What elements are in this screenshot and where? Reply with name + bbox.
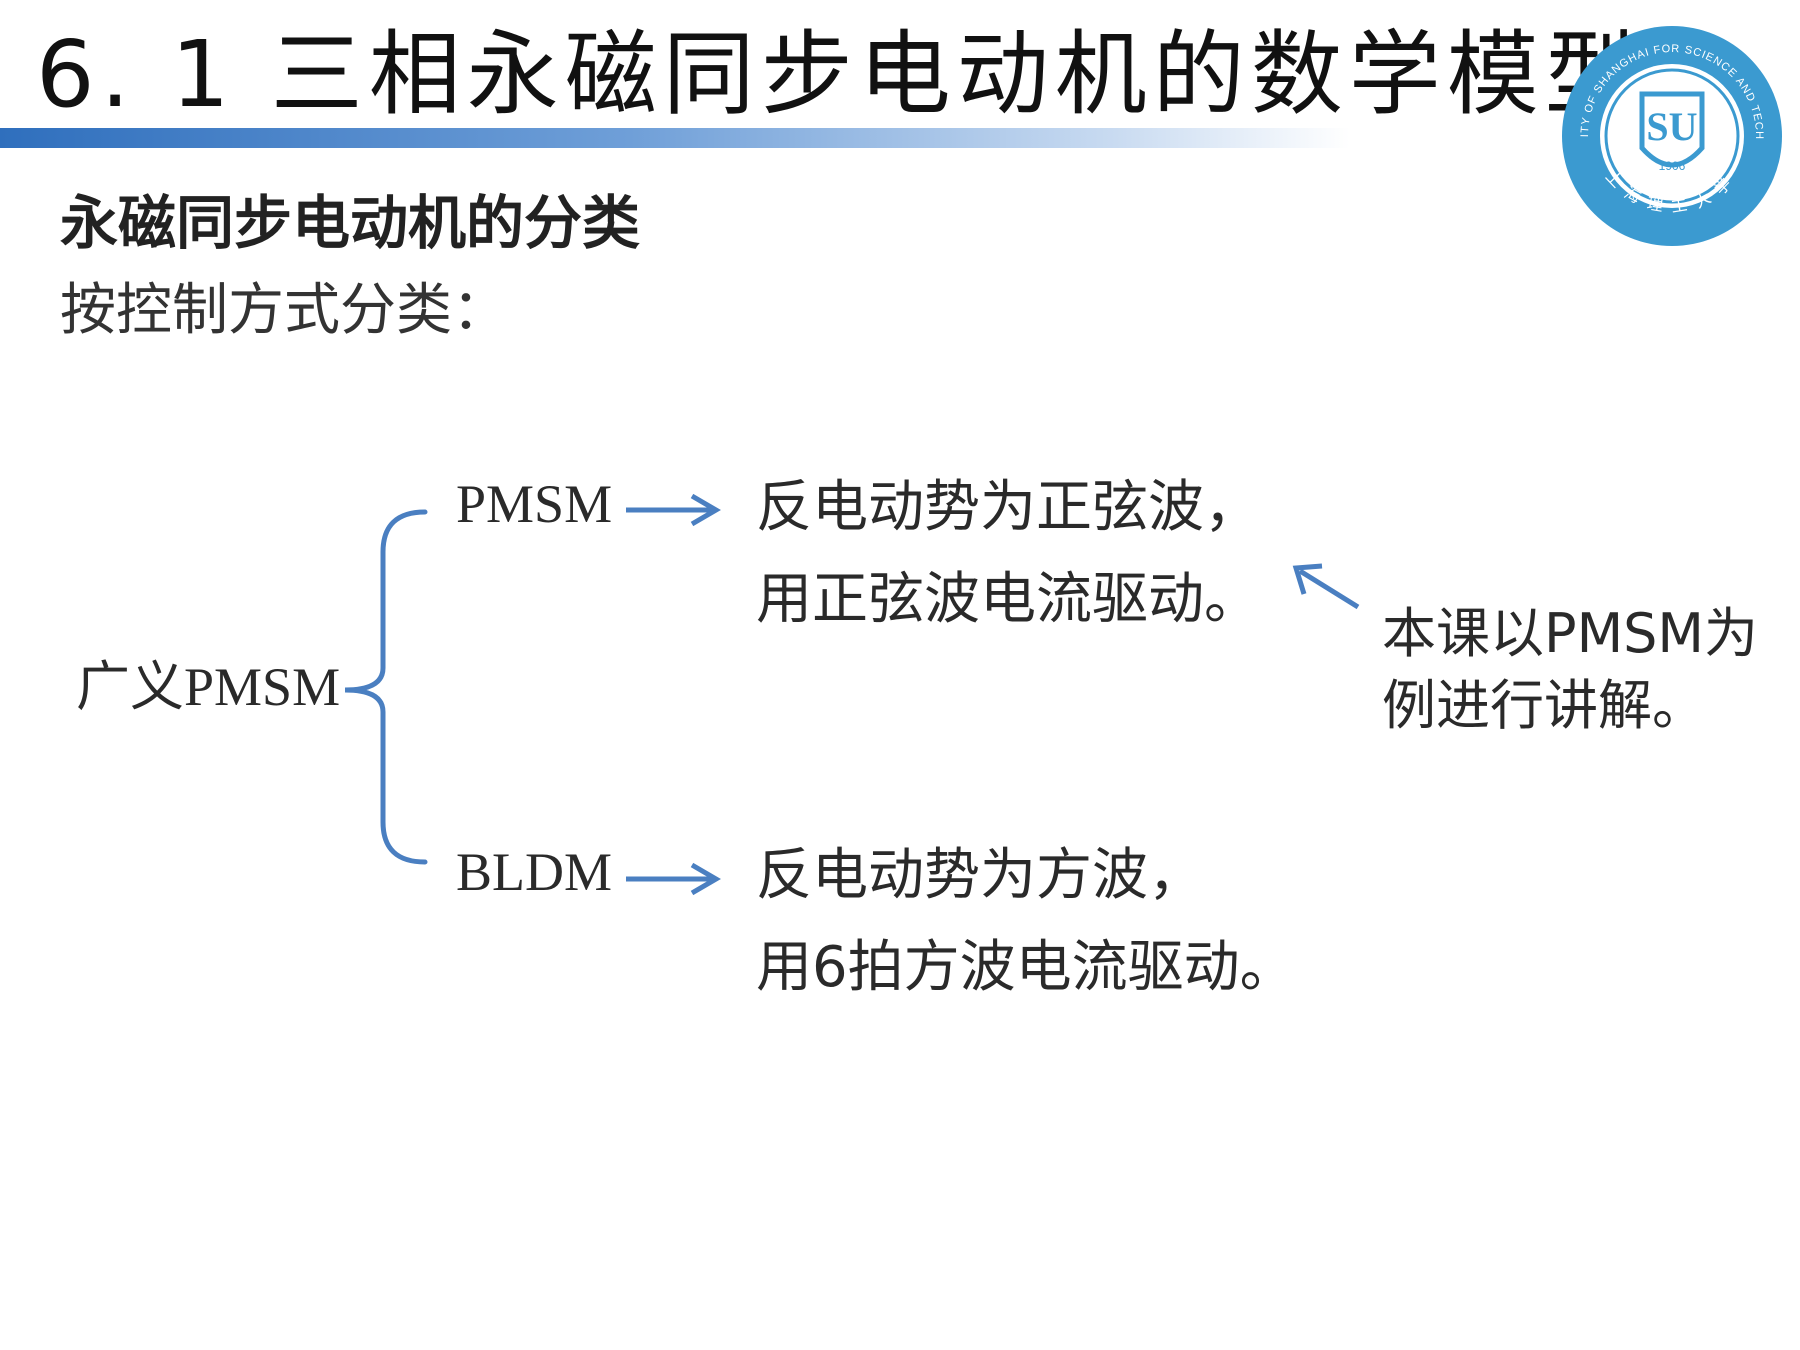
brace-bracket [344, 509, 428, 865]
logo-year: 1906 [1659, 159, 1686, 173]
arrow-right-icon [626, 862, 721, 896]
pmsm-description: 反电动势为正弦波， 用正弦波电流驱动。 [756, 462, 1260, 646]
logo-shield-icon [1639, 91, 1705, 168]
bldm-description-line1: 反电动势为方波， [756, 843, 1204, 908]
pmsm-description-line1: 反电动势为正弦波， [756, 475, 1260, 540]
arrow-up-left-icon [1292, 563, 1360, 610]
slide-title: 6. 1 三相永磁同步电动机的数学模型 [36, 21, 1643, 128]
bldm-description-line2: 用6拍方波电流驱动。 [756, 935, 1296, 1000]
logo-center-text: SU [1646, 104, 1697, 149]
arrow-right-icon [626, 493, 721, 527]
bldm-description: 反电动势为方波， 用6拍方波电流驱动。 [756, 830, 1296, 1014]
root-label: 广义PMSM [76, 657, 341, 717]
section-heading: 永磁同步电动机的分类 [60, 189, 641, 257]
branch-label-pmsm: PMSM [456, 474, 613, 534]
section-subheading: 按控制方式分类： [60, 278, 508, 343]
university-logo: UNIVERSITY OF SHANGHAI FOR SCIENCE AND T… [1558, 22, 1782, 246]
course-note: 本课以PMSM为 例进行讲解。 [1382, 598, 1758, 742]
course-note-line2: 例进行讲解。 [1382, 674, 1706, 737]
branch-label-bldm: BLDM [456, 842, 613, 902]
pmsm-description-line2: 用正弦波电流驱动。 [756, 567, 1260, 632]
logo-inner-disc [1600, 64, 1744, 208]
course-note-line1: 本课以PMSM为 [1382, 602, 1759, 665]
title-underline-bar [0, 128, 1800, 148]
